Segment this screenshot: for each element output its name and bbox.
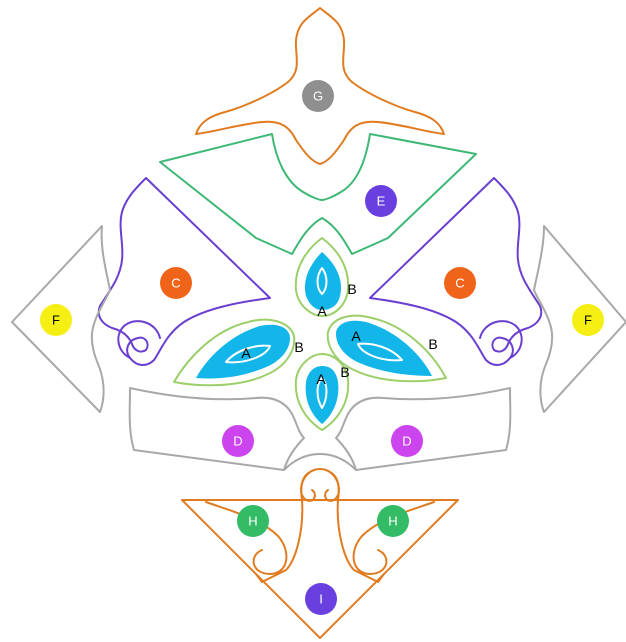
label-g-text: G [313,89,323,104]
label-h-right: H [377,505,409,537]
label-f-left-text: F [52,313,60,328]
label-b-top: B [347,281,356,297]
label-g: G [302,80,334,112]
label-b-left: B [294,339,303,355]
label-h-left: H [237,505,269,537]
region-center-scroll [301,469,339,501]
label-d-left-text: D [233,434,242,449]
label-f-left: F [40,304,72,336]
label-c-right: C [444,267,476,299]
label-i: I [305,583,337,615]
region-e-outline [160,134,476,254]
label-d-right: D [391,425,423,457]
label-f-right: F [572,304,604,336]
label-b-right: B [428,336,437,352]
label-h-right-text: H [388,514,397,529]
label-c-left-text: C [171,276,180,291]
region-c-left-spiral [118,321,160,358]
label-b-bottom: B [340,364,349,380]
region-c-right-spiral [480,321,522,358]
petal-a-top [305,252,341,310]
label-a-left: A [241,345,251,361]
label-f-right-text: F [584,313,592,328]
label-h-left-text: H [248,514,257,529]
label-a-bottom: A [316,371,326,387]
label-d-left: D [222,425,254,457]
label-c-right-text: C [455,276,464,291]
label-d-right-text: D [402,434,411,449]
region-hi-outline [182,500,458,638]
label-c-left: C [160,267,192,299]
label-e: E [365,185,397,217]
label-e-text: E [377,194,386,209]
label-a-top: A [317,303,327,319]
label-a-right: A [351,328,361,344]
label-i-text: I [319,592,323,607]
